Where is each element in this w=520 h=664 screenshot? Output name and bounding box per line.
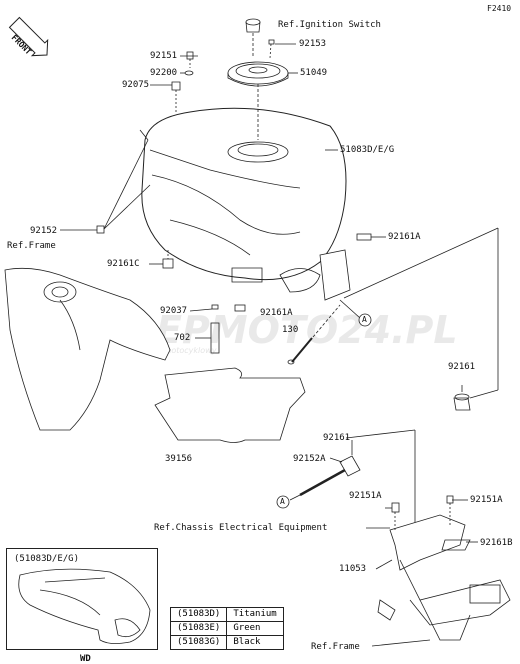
label-92153: 92153 (299, 39, 327, 49)
label-92161-1: 92161 (448, 362, 476, 372)
label-92161a-1: 92161A (388, 232, 421, 242)
label-39156: 39156 (165, 454, 193, 464)
label-92151a-1: 92151A (349, 491, 382, 501)
label-702: 702 (174, 333, 191, 343)
label-ref-chassis-electrical: Ref.Chassis Electrical Equipment (154, 523, 328, 533)
label-ref-frame-1: Ref.Frame (7, 241, 56, 251)
label-92075: 92075 (122, 80, 150, 90)
label-92037: 92037 (160, 306, 188, 316)
table-row: (51083D) Titanium (169, 607, 284, 622)
inset-caption: WD (80, 654, 91, 664)
label-92200: 92200 (150, 68, 178, 78)
collar-702-icon (210, 322, 220, 354)
label-130: 130 (282, 325, 299, 335)
inset-tank-icon (18, 568, 151, 644)
label-92161a-2: 92161A (260, 308, 293, 318)
damper-92161c-icon (162, 258, 174, 269)
label-92161-2: 92161 (323, 433, 351, 443)
label-ref-frame-2: Ref.Frame (311, 642, 360, 652)
legend-color: Black (226, 635, 284, 650)
front-arrow-icon (8, 16, 49, 57)
ignition-cap-icon (245, 18, 261, 58)
table-row: (51083G) Black (169, 635, 284, 650)
marker-a-label: A (362, 315, 367, 324)
label-92151a-2: 92151A (470, 495, 503, 505)
table-row: (51083E) Green (169, 621, 284, 636)
marker-a-circle (358, 313, 372, 327)
color-legend-table: (51083D) Titanium (51083E) Green (51083G… (169, 607, 284, 650)
legend-color: Green (226, 621, 284, 636)
rubber-mat-icon (154, 367, 306, 443)
label-11053: 11053 (339, 564, 367, 574)
label-ref-ignition-switch: Ref.Ignition Switch (278, 20, 381, 30)
color-variant-inset: (51083D/E/G) (6, 548, 158, 650)
damper-92161-lower-icon (329, 440, 361, 477)
small-fasteners-icon (150, 51, 198, 112)
label-92161c: 92161C (107, 259, 140, 269)
legend-code: (51083G) (169, 635, 228, 650)
label-92161b: 92161B (480, 538, 513, 548)
pad-92161a-icon (356, 233, 372, 241)
label-92152: 92152 (30, 226, 58, 236)
frame-front-icon (4, 267, 171, 431)
marker-a-label-2: A (280, 497, 285, 506)
bolt-92153-icon (268, 39, 296, 59)
filler-cap-icon (227, 61, 298, 87)
fuel-tank-icon (141, 84, 351, 301)
marker-a-circle-2 (276, 495, 290, 509)
frame-rear-icon (377, 514, 511, 641)
legend-code: (51083D) (169, 607, 228, 622)
label-92151: 92151 (150, 51, 178, 61)
label-51083: 51083D/E/G (340, 145, 395, 155)
damper-92161-icon (453, 385, 471, 411)
legend-code: (51083E) (169, 621, 228, 636)
watermark-subtitle: sklep motocyklowy (140, 346, 217, 355)
diagram-code: F2410 (487, 4, 512, 13)
inset-title: (51083D/E/G) (14, 554, 80, 564)
legend-color: Titanium (226, 607, 284, 622)
label-51049: 51049 (300, 68, 328, 78)
label-92152a: 92152A (293, 454, 326, 464)
